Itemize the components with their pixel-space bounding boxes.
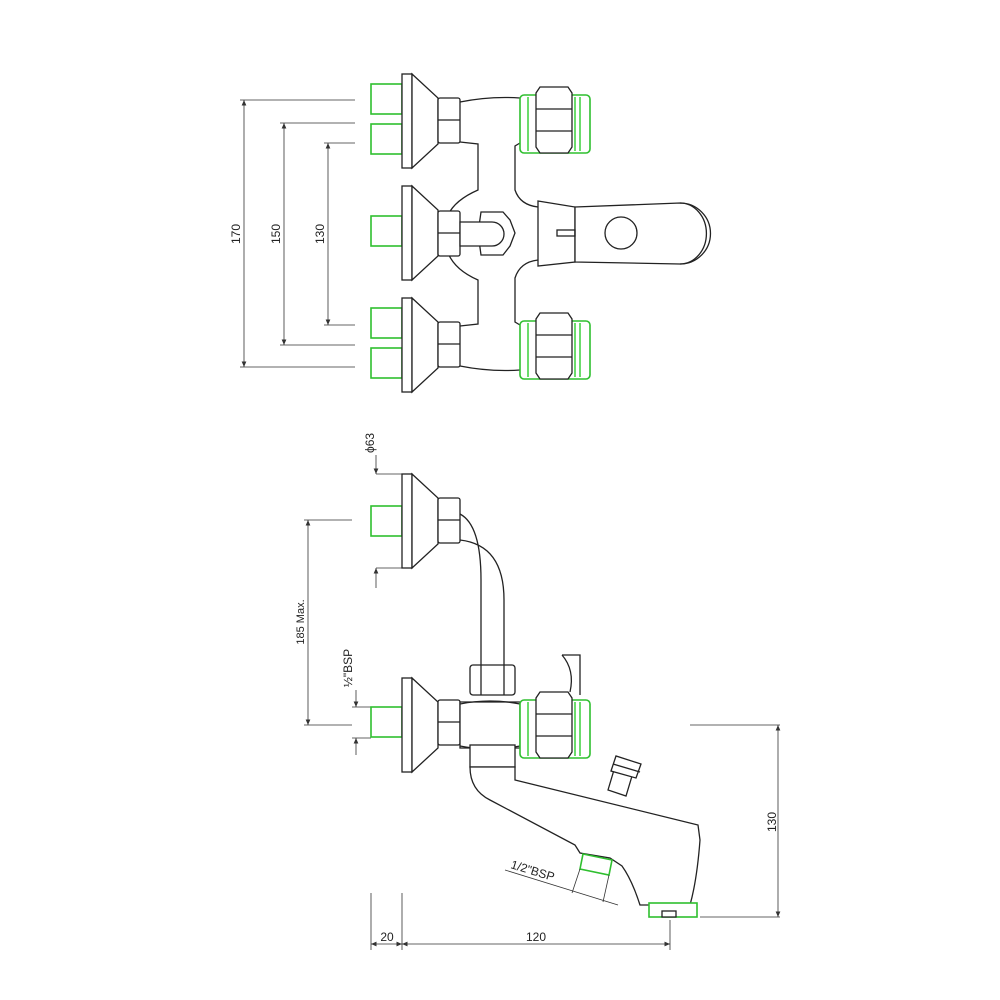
- side-view: ϕ63 185 Max. ½"BSP: [295, 433, 781, 950]
- dim-height-130-label: 130: [765, 812, 779, 832]
- dim-130-label: 130: [313, 224, 327, 244]
- dim-170-label: 170: [229, 224, 243, 244]
- dimension-150: 150: [269, 122, 355, 346]
- dim-150-label: 150: [269, 224, 283, 244]
- dim-phi63-label: ϕ63: [363, 433, 377, 453]
- lever-handle: [537, 200, 712, 267]
- dim-20-label: 20: [380, 930, 394, 944]
- dimension-20-120: 20 120: [370, 893, 671, 950]
- dim-185-label: 185 Max.: [295, 599, 307, 644]
- dimension-phi63: ϕ63: [363, 433, 402, 588]
- dimension-height-130: 130: [690, 724, 781, 918]
- dimension-185-max: 185 Max.: [295, 519, 352, 726]
- dim-bsp-outlet-label: 1/2"BSP: [509, 857, 556, 884]
- dim-120-label: 120: [526, 930, 546, 944]
- dimension-bsp-inlet: ½"BSP: [341, 649, 371, 755]
- dimension-170: 170: [229, 99, 355, 368]
- dimension-130: 130: [313, 142, 355, 326]
- dim-bsp-inlet-label: ½"BSP: [341, 649, 355, 687]
- top-view: 170 150 130: [229, 73, 712, 393]
